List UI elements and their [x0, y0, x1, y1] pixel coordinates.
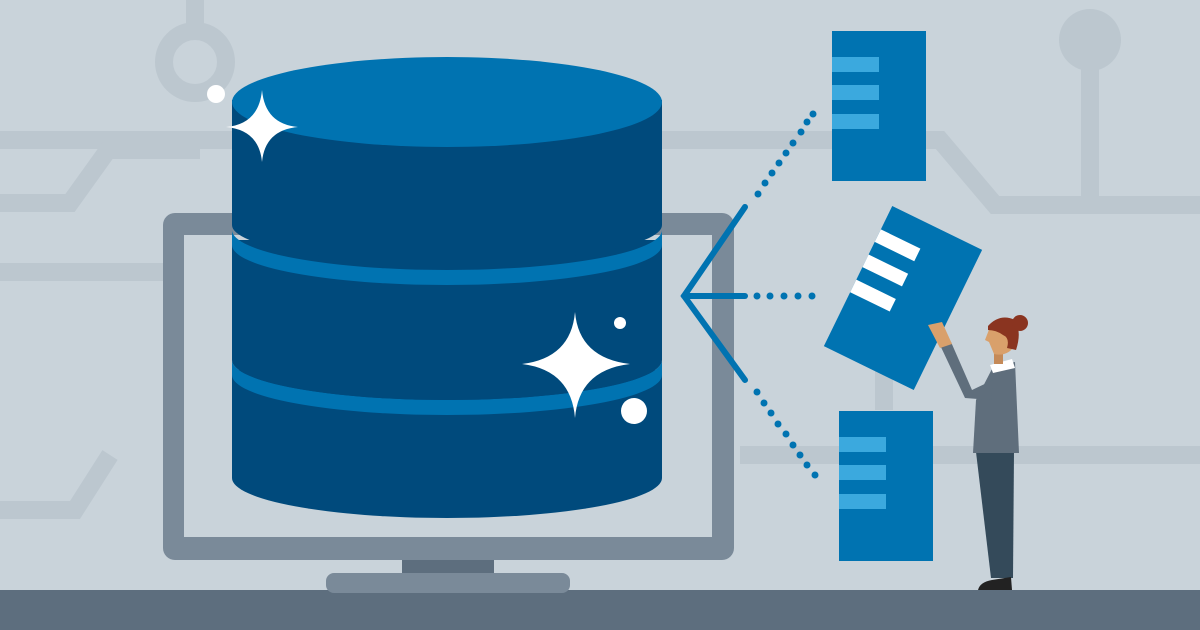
monitor	[163, 213, 734, 593]
person	[928, 315, 1028, 590]
dotted-connectors	[753, 110, 819, 479]
person-pants	[976, 452, 1014, 578]
person-shoe	[978, 577, 1012, 590]
person-hair-bun	[1012, 315, 1028, 331]
person-hand	[928, 322, 952, 348]
person-hair	[988, 317, 1019, 350]
document-middle	[823, 205, 983, 391]
database-top	[232, 57, 662, 147]
document-top	[832, 31, 926, 181]
circuit-traces	[0, 0, 1200, 519]
sparkle-dot	[207, 85, 225, 103]
person-arm	[940, 342, 993, 400]
circuit-node	[1059, 9, 1121, 71]
sparkle-dot	[621, 398, 647, 424]
sparkles	[207, 85, 647, 424]
document-bottom	[839, 411, 933, 561]
sparkle-star-icon	[226, 90, 298, 162]
person-collar	[990, 359, 1015, 373]
connector-arrow	[680, 204, 748, 383]
floor	[0, 590, 1200, 630]
sparkle-star-icon	[522, 312, 630, 418]
sparkle-dot	[614, 317, 626, 329]
database	[232, 57, 662, 518]
monitor-stand	[326, 573, 570, 593]
